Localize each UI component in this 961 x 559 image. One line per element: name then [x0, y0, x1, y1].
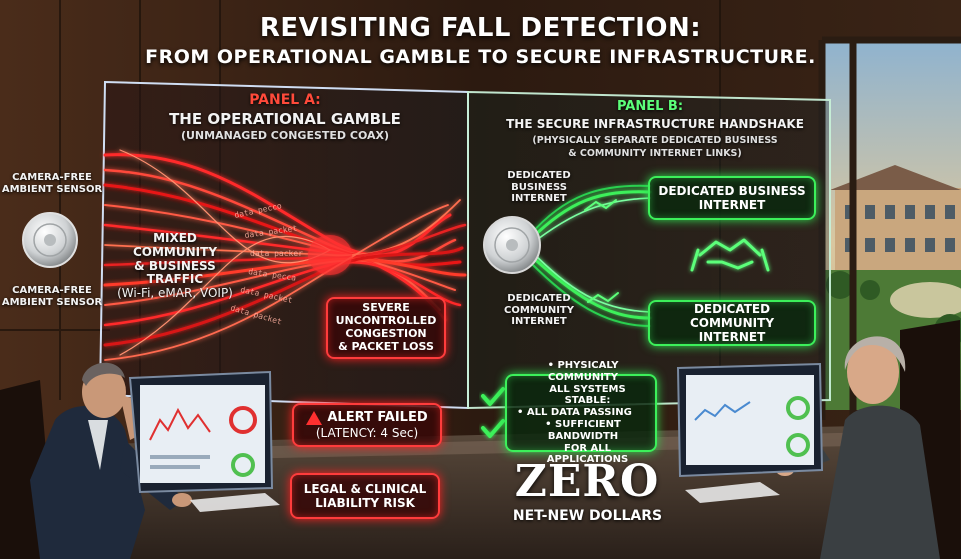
congestion-line-1: SEVERE — [362, 301, 410, 315]
panel-b-subtitle-1: (PHYSICALLY SEPARATE DEDICATED BUSINESS — [532, 135, 778, 146]
warning-icon — [306, 410, 323, 425]
zero-subline: NET-NEW DOLLARS — [512, 508, 663, 524]
sensor-label-top: CAMERA-FREE AMBIENT SENSOR — [1, 172, 103, 195]
handshake-icon — [584, 199, 619, 303]
panel-b-title: THE SECURE INFRASTRUCTURE HANDSHAKE — [506, 117, 804, 131]
laptop-right — [676, 362, 824, 478]
checklist-item: • PHYSICALY COMMUNITY — [547, 359, 619, 383]
panel-b-subtitle-2: & COMMUNITY INTERNET LINKS) — [568, 148, 742, 159]
sensor-label-bottom: CAMERA-FREE AMBIENT SENSOR — [1, 285, 103, 308]
main-title: REVISITING FALL DETECTION: — [259, 13, 702, 43]
congestion-box: SEVERE UNCONTROLLED CONGESTION & PACKET … — [326, 297, 446, 359]
traffic-label-line-2: & BUSINESS — [134, 258, 216, 273]
checklist-item: • ALL DATA PASSING — [517, 407, 632, 419]
status-checklist: • PHYSICALY COMMUNITY ALL SYSTEMS STABLE… — [505, 360, 657, 465]
zero-headline: ZERO — [514, 456, 660, 507]
business-box-line-1: DEDICATED BUSINESS — [658, 183, 806, 198]
panel-a-heading: PANEL A: — [249, 92, 321, 108]
alert-failed-box: ALERT FAILED (LATENCY: 4 Sec) — [292, 403, 442, 447]
main-subtitle: FROM OPERATIONAL GAMBLE TO SECURE INFRAS… — [145, 46, 816, 68]
laptop-left — [128, 370, 274, 494]
checklist-item: FOR ALL APPLICATIONS — [546, 442, 629, 466]
congestion-line-2: UNCONTROLLED — [335, 314, 437, 328]
small-business-line-2: BUSINESS — [511, 181, 567, 193]
camera-free-sensor-icon — [22, 212, 78, 268]
small-label-business: DEDICATED BUSINESS INTERNET — [494, 170, 584, 205]
panel-a-title: THE OPERATIONAL GAMBLE — [169, 110, 401, 128]
small-business-line-3: INTERNET — [511, 193, 567, 204]
small-community-line-1: DEDICATED — [507, 293, 571, 304]
alert-title: ALERT FAILED — [327, 410, 428, 426]
traffic-label-line-4: (Wi-Fi, eMAR, VOIP) — [117, 286, 233, 301]
small-community-line-2: COMMUNITY — [503, 304, 574, 316]
traffic-label: MIXED COMMUNITY & BUSINESS TRAFFIC (Wi-F… — [110, 231, 240, 301]
congestion-knot — [308, 235, 352, 275]
traffic-label-line-3: TRAFFIC — [146, 272, 204, 287]
small-community-line-3: INTERNET — [511, 316, 567, 327]
camera-free-sensor-icon — [483, 216, 541, 274]
panel-a-subtitle: (UNMANAGED CONGESTED COAX) — [180, 129, 390, 142]
alert-detail: (LATENCY: 4 Sec) — [315, 425, 419, 440]
dedicated-community-box: DEDICATED COMMUNITY INTERNET — [648, 300, 816, 346]
congestion-line-4: & PACKET LOSS — [338, 339, 434, 353]
community-box-line-1: DEDICATED COMMUNITY — [689, 301, 775, 330]
small-business-line-1: DEDICATED — [507, 170, 571, 181]
checklist-item: ALL SYSTEMS STABLE: — [549, 383, 626, 407]
small-label-community: DEDICATED COMMUNITY INTERNET — [494, 293, 584, 328]
svg-text:data packer: data packer — [250, 249, 303, 258]
community-box-line-2: INTERNET — [698, 330, 766, 345]
business-box-line-2: INTERNET — [698, 198, 766, 212]
dedicated-business-box: DEDICATED BUSINESS INTERNET — [648, 176, 816, 220]
risk-line-1: LEGAL & CLINICAL — [303, 481, 427, 496]
handshake-icon — [690, 238, 770, 272]
liability-risk-box: LEGAL & CLINICAL LIABILITY RISK — [290, 473, 440, 519]
checklist-item: • SUFFICIENT BANDWIDTH — [545, 418, 621, 442]
traffic-label-line-1: MIXED COMMUNITY — [132, 231, 218, 259]
checkmark-icon — [481, 387, 505, 438]
congestion-line-3: CONGESTION — [345, 327, 427, 340]
panel-b-heading: PANEL B: — [616, 99, 684, 114]
risk-line-2: LIABILITY RISK — [315, 496, 415, 510]
